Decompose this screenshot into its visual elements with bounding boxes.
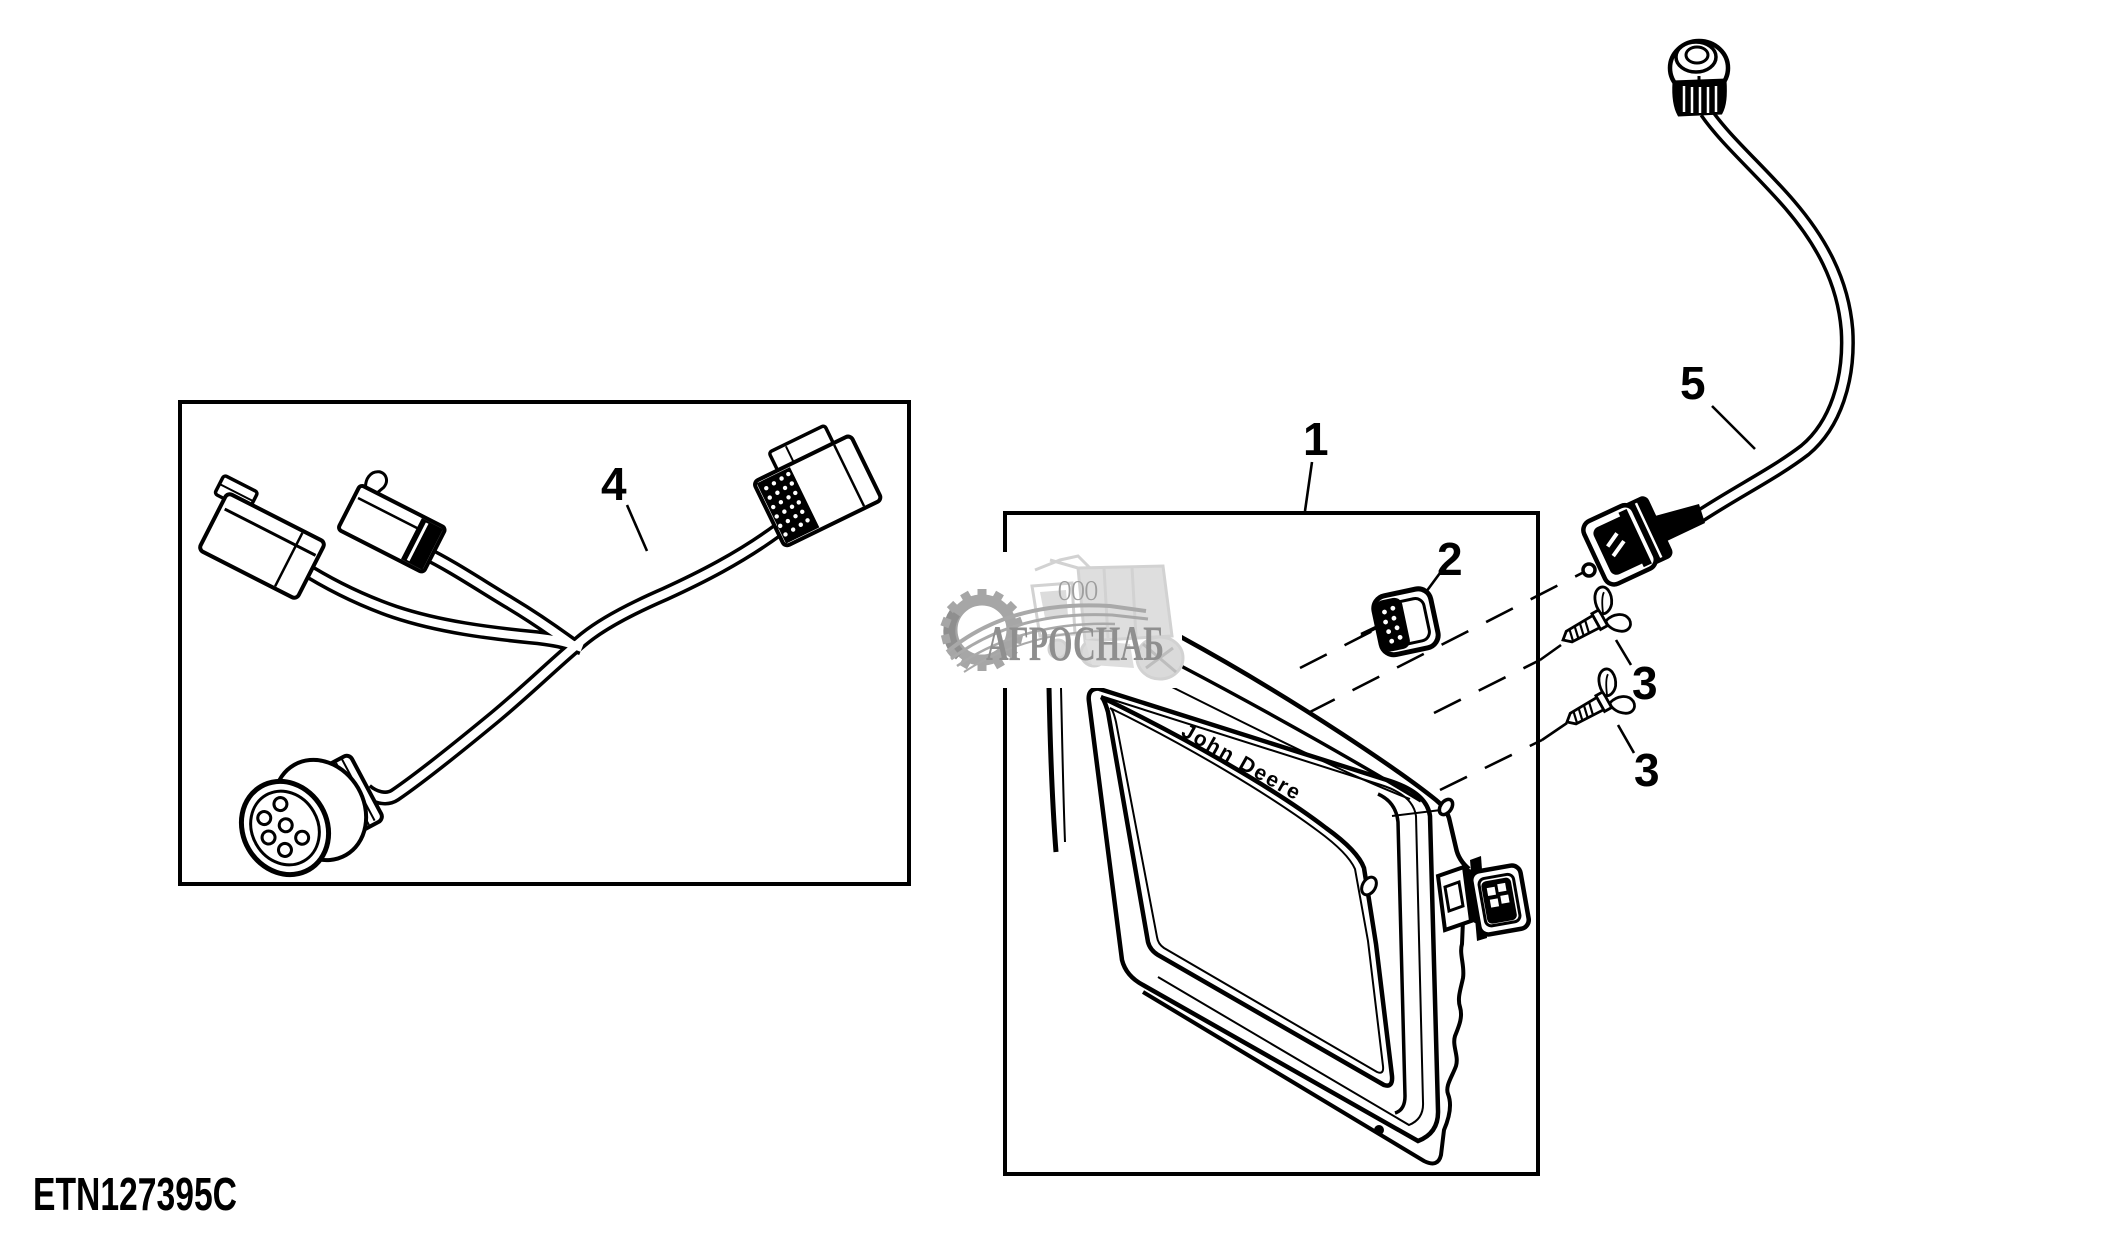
svg-text:3: 3 [1632,657,1658,709]
svg-text:OOO: OOO [1058,576,1098,607]
svg-text:ETN127395C: ETN127395C [33,1168,237,1220]
svg-text:5: 5 [1680,357,1706,409]
svg-text:3: 3 [1634,744,1660,796]
svg-text:АГРОСНАБ: АГРОСНАБ [986,615,1164,671]
svg-text:1: 1 [1303,413,1329,465]
svg-text:4: 4 [601,458,627,510]
svg-text:2: 2 [1437,533,1463,585]
